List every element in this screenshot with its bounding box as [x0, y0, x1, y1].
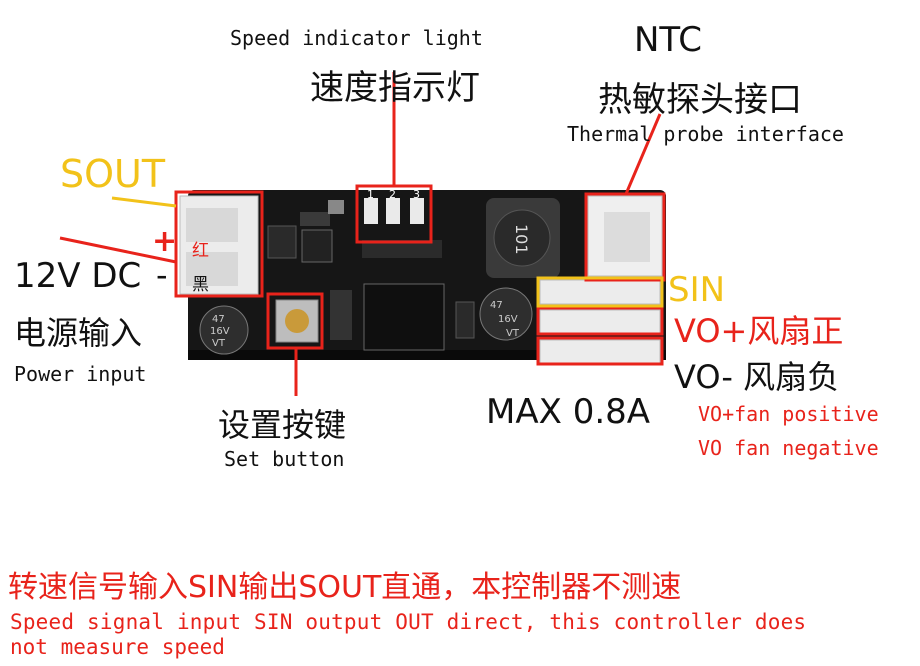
red-wire-label: 红 [192, 241, 209, 261]
inductor-mark: 101 [512, 224, 531, 255]
callout-box-power [174, 190, 264, 298]
inductor [486, 198, 560, 278]
max-current-label: MAX 0.8A [486, 392, 651, 432]
led-number-3: 3 [413, 188, 420, 201]
cap-left-mark-1: 47 [212, 314, 225, 325]
speed-light-cn-label: 速度指示灯 [310, 68, 480, 108]
leader-ntc [624, 113, 662, 195]
led-number-1: 1 [367, 188, 374, 201]
cap-left-mark-3: VT [212, 338, 226, 349]
callout-box-ntc [584, 192, 666, 282]
pcb-edge-shadow [188, 350, 666, 360]
power-dc-label: 12V DC [14, 256, 142, 296]
power-en-label: Power input [14, 362, 147, 386]
led-number-2: 2 [389, 188, 396, 201]
led-array [364, 198, 424, 224]
set-button-cn-label: 设置按键 [218, 406, 347, 444]
sin-label: SIN [668, 270, 726, 310]
sout-label: SOUT [60, 152, 166, 196]
smd-resistor-row [362, 240, 442, 258]
callout-box-sin [536, 276, 664, 308]
callout-box-vo-minus [536, 336, 664, 366]
note-cn: 转速信号输入SIN输出SOUT直通，本控制器不测速 [8, 570, 682, 605]
set-button-part [275, 299, 319, 343]
resistor-stack [330, 290, 352, 340]
ntc-en-label: Thermal probe interface [567, 122, 844, 146]
cap-right-mark-2: 16V [498, 314, 518, 325]
cap-right-mark-1: 47 [490, 300, 503, 311]
capacitor-right [479, 287, 533, 341]
black-wire-label: 黑 [192, 275, 209, 295]
capacitor-left [199, 305, 249, 355]
power-connector [179, 195, 259, 295]
small-component [328, 200, 344, 214]
vo-plus-cn-label: VO+风扇正 [674, 312, 844, 350]
note-en-line-2: not measure speed [10, 635, 225, 659]
ntc-connector [587, 195, 663, 277]
cap-left-mark-2: 16V [210, 326, 230, 337]
voltage-regulator [301, 229, 333, 263]
plus-label: + [152, 224, 178, 259]
ntc-cn-label: 热敏探头接口 [598, 80, 802, 120]
vo-minus-en-label: VO fan negative [698, 436, 879, 460]
vo-minus-cn-label: VO- 风扇负 [674, 358, 840, 396]
fan-connector [539, 279, 661, 365]
ntc-label: NTC [634, 20, 702, 60]
note-en-line-1: Speed signal input SIN output OUT direct… [10, 610, 807, 634]
main-ic [363, 283, 445, 351]
callout-box-vo-plus [536, 306, 664, 336]
minus-label: - [156, 256, 168, 294]
smd-chip [267, 225, 297, 259]
diode [455, 301, 475, 339]
smd-resistor [300, 212, 330, 226]
speed-light-en-label: Speed indicator light [230, 26, 483, 50]
vo-plus-en-label: VO+fan positive [698, 402, 879, 426]
leader-sout [111, 196, 177, 208]
cap-right-mark-3: VT [506, 328, 520, 339]
leader-power [59, 236, 177, 264]
set-button-en-label: Set button [224, 447, 345, 471]
power-cn-label: 电源输入 [14, 314, 143, 352]
